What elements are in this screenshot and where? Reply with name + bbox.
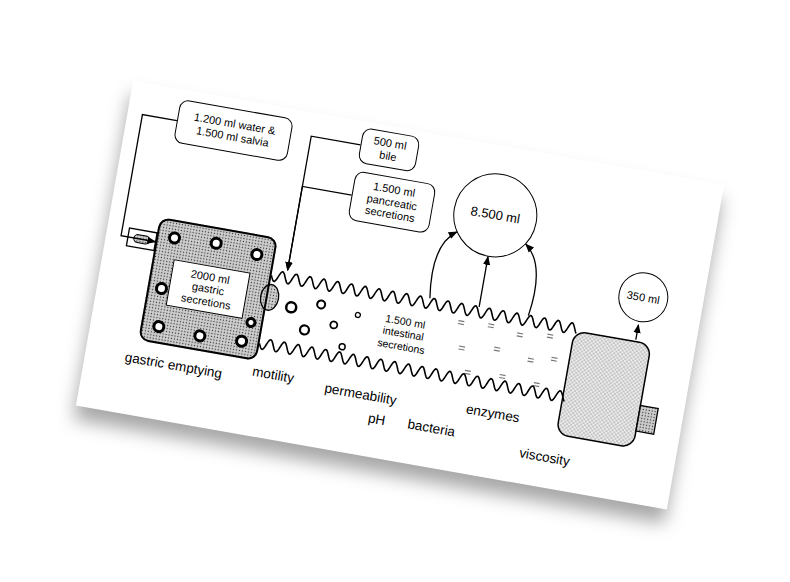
label-slot: pH <box>367 410 387 428</box>
process-label: permeability <box>323 380 397 408</box>
node-text: 2000 ml gastric secretions <box>166 259 251 320</box>
process-label: gastric emptying <box>124 349 223 381</box>
absorption-arrow <box>428 229 457 301</box>
food-particle <box>246 318 255 327</box>
absorption-circle: 8.500 ml <box>447 167 544 264</box>
food-particle <box>153 321 165 333</box>
stomach-fill <box>138 217 278 361</box>
excretion-circle: 350 ml <box>614 268 672 326</box>
food-particle <box>169 232 181 244</box>
food-particle <box>194 330 206 342</box>
label-slot: enzymes <box>465 401 521 426</box>
pylorus <box>258 283 280 312</box>
particle <box>330 321 338 329</box>
process-label: motility <box>251 364 295 387</box>
particle <box>339 343 346 350</box>
process-label: viscosity <box>518 445 571 469</box>
food-particle <box>236 335 248 347</box>
node-text: 500 ml bile <box>364 133 414 166</box>
node-layer: 1.200 ml water & 1.500 ml salvia 500 ml b… <box>76 80 724 509</box>
particle <box>317 300 326 309</box>
food-particle <box>156 283 168 295</box>
flow-arrow <box>288 186 352 278</box>
flow-arrow <box>479 257 488 307</box>
food-particle <box>251 249 263 261</box>
food-particles <box>149 230 268 350</box>
label-slot: viscosity <box>518 445 571 469</box>
stomach: 2000 ml gastric secretions <box>138 217 278 361</box>
node-text: 8.500 ml <box>469 204 521 227</box>
rectum <box>636 405 658 434</box>
secretion-box: 500 ml bile <box>357 127 420 173</box>
intestine: 1.500 ml intestinal secretions <box>258 268 578 406</box>
secretion-box: 1.500 ml pancreatic secretions <box>347 170 436 233</box>
diagram-card: 1.200 ml water & 1.500 ml salvia 500 ml b… <box>76 80 724 509</box>
excretion-arrow <box>636 325 639 340</box>
process-label: pH <box>367 410 387 428</box>
process-label: enzymes <box>465 401 521 426</box>
digest-particles <box>281 295 362 352</box>
node-text: 1.500 ml pancreatic secretions <box>354 177 430 227</box>
label-slot: gastric emptying <box>124 349 223 381</box>
node-text: 1.200 ml water & 1.500 ml salvia <box>181 109 287 152</box>
label-slot: bacteria <box>406 416 456 440</box>
absorption-arrow <box>514 244 543 316</box>
label-slot: motility <box>251 364 295 387</box>
particle <box>355 312 361 318</box>
intake-box: 1.200 ml water & 1.500 ml salvia <box>173 99 294 162</box>
particle <box>299 325 309 335</box>
food-particle <box>210 238 222 250</box>
node-text: 1.500 ml intestinal secretions <box>366 310 441 358</box>
label-slot: permeability <box>323 380 397 408</box>
process-label: bacteria <box>406 416 456 440</box>
node-text: 350 ml <box>626 288 661 306</box>
particle <box>285 302 297 314</box>
flow-arrow <box>121 115 177 242</box>
